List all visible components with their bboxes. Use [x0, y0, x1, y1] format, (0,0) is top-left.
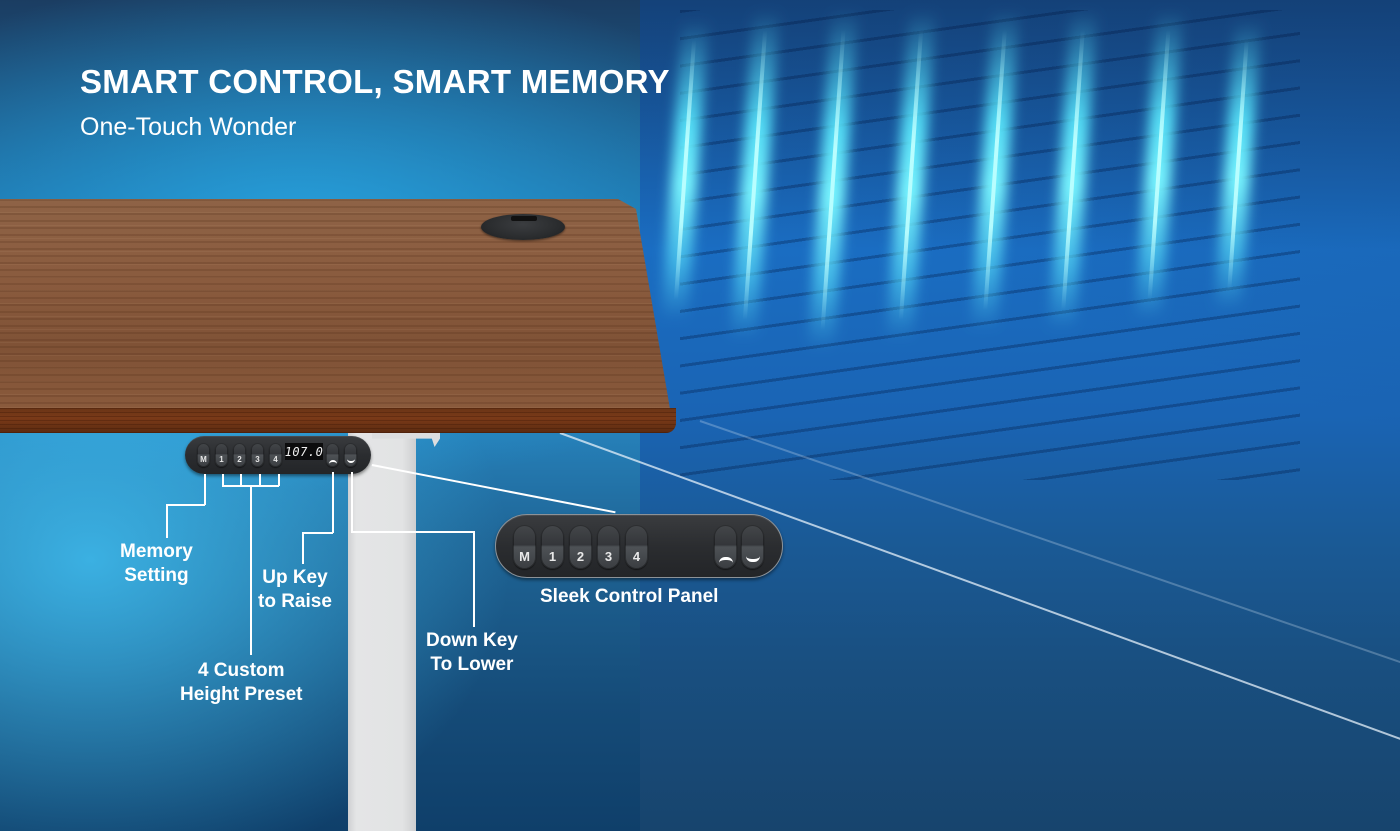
cable-grommet — [481, 214, 565, 240]
desk-top — [0, 199, 670, 409]
memory-key[interactable]: M — [197, 443, 210, 467]
down-key[interactable] — [344, 443, 357, 467]
control-panel-small: M 1 2 3 4 107.0 — [185, 436, 371, 474]
up-arrow-icon — [718, 557, 733, 563]
down-arrow-icon — [745, 556, 760, 562]
preset-key-4-large[interactable]: 4 — [625, 525, 648, 569]
preset-key-3[interactable]: 3 — [251, 443, 264, 467]
up-key[interactable] — [326, 443, 339, 467]
preset-key-1-large[interactable]: 1 — [541, 525, 564, 569]
up-key-large[interactable] — [714, 525, 737, 569]
preset-key-1[interactable]: 1 — [215, 443, 228, 467]
preset-key-2[interactable]: 2 — [233, 443, 246, 467]
memory-key-large[interactable]: M — [513, 525, 536, 569]
desk-leg — [348, 433, 416, 831]
down-arrow-icon — [346, 459, 355, 463]
control-panel-large: M 1 2 3 4 — [495, 514, 783, 578]
preset-key-4[interactable]: 4 — [269, 443, 282, 467]
control-panel-caption: Sleek Control Panel — [540, 586, 719, 607]
preset-key-3-large[interactable]: 3 — [597, 525, 620, 569]
desk-edge — [0, 408, 676, 433]
page-subtitle: One-Touch Wonder — [80, 113, 297, 141]
preset-key-2-large[interactable]: 2 — [569, 525, 592, 569]
page-title: SMART CONTROL, SMART MEMORY — [80, 63, 670, 100]
height-display: 107.0 — [284, 443, 324, 460]
up-arrow-icon — [328, 460, 337, 464]
down-key-large[interactable] — [741, 525, 764, 569]
